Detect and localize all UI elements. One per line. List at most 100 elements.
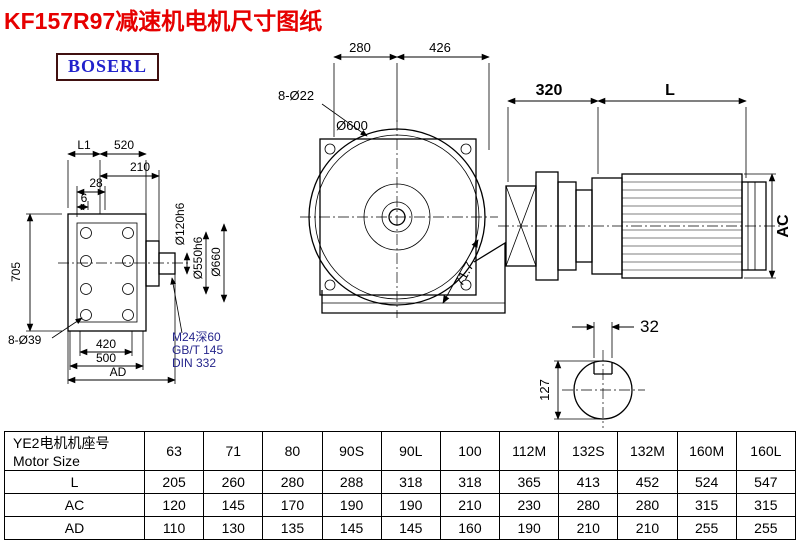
mount-bolt-hole	[122, 255, 134, 267]
table-cell: 110	[143, 516, 205, 540]
table-cell: 205	[143, 470, 205, 494]
mount-bolt-hole	[122, 227, 134, 239]
dim-500: 500	[96, 351, 116, 365]
dim-600: Ø600	[336, 118, 368, 133]
dim-120h6: Ø120h6	[173, 202, 187, 245]
table-cell: 170	[262, 493, 323, 517]
output-hub	[145, 240, 160, 287]
table-col-header: 112M	[499, 431, 560, 471]
fan-cover	[741, 181, 767, 271]
shaft-section-view: 32 127	[537, 317, 659, 428]
table-cell: 524	[676, 470, 737, 494]
flange-bolt-hole	[324, 279, 336, 291]
boserl-logo-text: BOSERL	[68, 56, 148, 76]
face-view: 280 426 8-Ø22 Ø600 71.7	[278, 40, 506, 318]
table-cell: 315	[735, 493, 797, 517]
dim-127: 127	[537, 379, 552, 401]
table-cell: 190	[321, 493, 382, 517]
technical-drawing: 280 426 8-Ø22 Ø600 71.7 320 L	[8, 40, 792, 428]
table-cell: 255	[676, 516, 737, 540]
dim-bolt-circle-22: 8-Ø22	[278, 88, 314, 103]
side-view: 320 L AC	[498, 82, 792, 281]
row-label: L	[4, 470, 145, 494]
row-label: AC	[4, 493, 145, 517]
flange-bolt-hole	[324, 143, 336, 155]
boserl-logo: BOSERL	[56, 53, 160, 81]
dim-AD: AD	[110, 365, 127, 379]
table-row-L: L 205 260 280 288 318 318 365 413 452 52…	[4, 470, 797, 494]
table-header-motor-size: YE2电机机座号 Motor Size	[4, 431, 145, 471]
dim-550h6: Ø550h6	[191, 236, 205, 279]
dim-660: Ø660	[209, 247, 223, 277]
mount-bolt-hole	[80, 309, 92, 321]
table-cell: 230	[499, 493, 560, 517]
mount-bolt-hole	[80, 283, 92, 295]
flange-view: L1 520 210 28 6 705 8-Ø39 420 500 AD Ø12…	[8, 138, 228, 384]
table-col-header: 132S	[558, 431, 619, 471]
dim-426: 426	[429, 40, 451, 55]
gearbox-housing-outline	[321, 241, 506, 314]
dim-32: 32	[640, 317, 659, 336]
thread-note-m24: M24深60	[172, 330, 221, 344]
table-cell: 160	[439, 516, 501, 540]
table-header-row: YE2电机机座号 Motor Size 63 71 80 90S 90L 100…	[4, 431, 797, 471]
table-cell: 145	[321, 516, 382, 540]
table-cell: 210	[617, 516, 678, 540]
dim-L: L	[665, 82, 675, 99]
dim-bolt-39: 8-Ø39	[8, 333, 42, 347]
table-cell: 120	[143, 493, 205, 517]
row-label: AD	[4, 516, 145, 540]
dimension-table: YE2电机机座号 Motor Size 63 71 80 90S 90L 100…	[4, 431, 797, 540]
table-col-header: 90L	[380, 431, 441, 471]
table-col-header: 71	[203, 431, 264, 471]
table-col-header: 132M	[617, 431, 678, 471]
mount-bolt-hole	[122, 309, 134, 321]
table-cell: 280	[262, 470, 323, 494]
mount-bolt-hole	[122, 283, 134, 295]
table-cell: 135	[262, 516, 323, 540]
table-row-AC: AC 120 145 170 190 190 210 230 280 280 3…	[4, 493, 797, 517]
table-cell: 260	[203, 470, 264, 494]
flange-bolt-hole	[460, 143, 472, 155]
mount-bolt-hole	[80, 227, 92, 239]
dim-AC: AC	[775, 214, 792, 238]
table-cell: 547	[735, 470, 797, 494]
motor-size-label-en: Motor Size	[13, 453, 80, 469]
table-cell: 280	[617, 493, 678, 517]
table-cell: 452	[617, 470, 678, 494]
dim-210: 210	[130, 160, 150, 174]
table-row-AD: AD 110 130 135 145 145 160 190 210 210 2…	[4, 516, 797, 540]
dim-28: 28	[89, 176, 103, 190]
dim-280: 280	[349, 40, 371, 55]
dim-6: 6	[81, 191, 88, 205]
dim-320: 320	[536, 82, 563, 99]
table-cell: 318	[439, 470, 501, 494]
table-cell: 365	[499, 470, 560, 494]
page-title: KF157R97减速机电机尺寸图纸	[4, 8, 323, 34]
mount-bolt-hole	[80, 255, 92, 267]
table-col-header: 100	[439, 431, 501, 471]
dim-420: 420	[96, 337, 116, 351]
table-cell: 210	[439, 493, 501, 517]
table-col-header: 90S	[321, 431, 382, 471]
table-cell: 145	[380, 516, 441, 540]
dim-L1: L1	[77, 138, 91, 152]
dim-520: 520	[114, 138, 134, 152]
table-cell: 280	[558, 493, 619, 517]
table-col-header: 63	[143, 431, 205, 471]
table-col-header: 160M	[676, 431, 737, 471]
thread-note-gbt: GB/T 145	[172, 343, 223, 357]
output-shaft	[158, 252, 176, 275]
table-cell: 413	[558, 470, 619, 494]
table-cell: 315	[676, 493, 737, 517]
table-cell: 190	[380, 493, 441, 517]
motor-size-label-cn: YE2电机机座号	[13, 435, 110, 451]
dim-angle-71-7: 71.7	[451, 259, 476, 288]
table-cell: 145	[203, 493, 264, 517]
table-cell: 130	[203, 516, 264, 540]
table-col-header: 160L	[735, 431, 797, 471]
table-cell: 318	[380, 470, 441, 494]
table-cell: 255	[735, 516, 797, 540]
table-col-header: 80	[262, 431, 323, 471]
table-cell: 288	[321, 470, 382, 494]
